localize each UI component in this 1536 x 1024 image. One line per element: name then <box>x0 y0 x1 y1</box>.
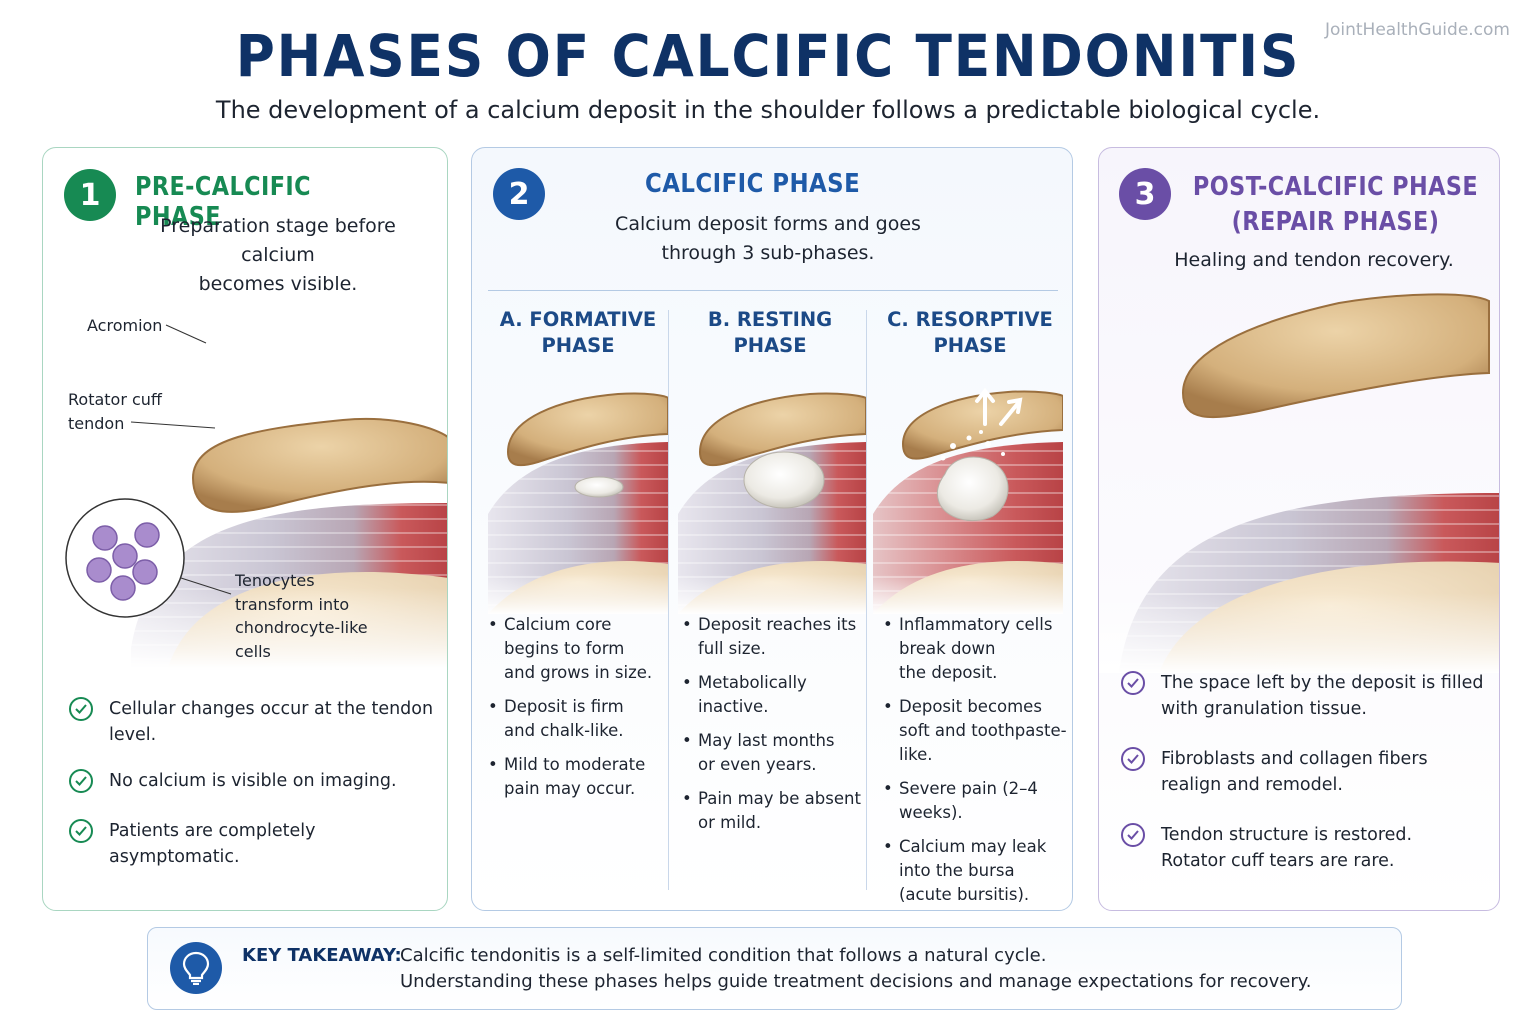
phase-title: CALCIFIC PHASE <box>645 169 861 199</box>
tenocyte-cells-inset <box>65 498 185 618</box>
phase-title: PRE-CALCIFIC PHASE <box>135 172 312 232</box>
phase-description: Preparation stage before calcium becomes… <box>160 215 396 295</box>
calcific-panel: 2 CALCIFIC PHASE Calcium deposit forms a… <box>471 147 1073 911</box>
resorptive-illustration <box>873 387 1063 614</box>
page-title: PHASES OF CALCIFIC TENDONITIS <box>235 22 1301 90</box>
phase-description: Healing and tendon recovery. <box>1174 249 1454 271</box>
shoulder-illustration <box>43 324 447 668</box>
resting-illustration <box>678 392 866 614</box>
breaking-calcium-deposit <box>936 456 1009 522</box>
watermark: JointHealthGuide.com <box>1324 20 1510 40</box>
post-calcific-panel: 3 POST-CALCIFIC PHASE (REPAIR PHASE) Hea… <box>1098 147 1500 911</box>
divider <box>866 310 867 890</box>
key-takeaway-box: KEY TAKEAWAY: Calcific tendonitis is a s… <box>147 927 1402 1010</box>
calcium-deposit <box>743 451 825 509</box>
phase-description: Calcium deposit forms and goes through 3… <box>615 213 921 264</box>
phase-number-badge: 1 <box>64 169 116 221</box>
check-circle-icon <box>1121 671 1145 695</box>
check-circle-icon <box>69 769 93 793</box>
check-circle-icon <box>1121 747 1145 771</box>
healed-shoulder-illustration <box>1099 293 1499 673</box>
check-circle-icon <box>69 697 93 721</box>
pre-calcific-panel: 1 PRE-CALCIFIC PHASE Preparation stage b… <box>42 147 448 911</box>
acromion-bone <box>191 417 447 513</box>
check-circle-icon <box>69 819 93 843</box>
phase-number-badge: 3 <box>1119 168 1171 220</box>
arrow-up-icon <box>975 387 1023 426</box>
small-calcium-deposit <box>574 476 624 498</box>
check-circle-icon <box>1121 823 1145 847</box>
acromion-label: Acromion <box>87 316 163 335</box>
list-item: Patients are completely asymptomatic. <box>69 818 439 870</box>
page-subtitle: The development of a calcium deposit in … <box>215 96 1321 124</box>
phase-title: POST-CALCIFIC PHASE (REPAIR PHASE) <box>1192 172 1479 237</box>
lightbulb-icon <box>170 942 222 994</box>
tenocytes-label: Tenocytes transform into chondrocyte-lik… <box>235 571 368 661</box>
takeaway-text: Calcific tendonitis is a self-limited co… <box>400 945 1047 966</box>
list-item: Tendon structure is restored.Rotator cuf… <box>1121 822 1491 874</box>
rotator-cuff-label: Rotator cuff tendon <box>68 390 162 433</box>
takeaway-label: KEY TAKEAWAY: <box>242 945 402 966</box>
divider <box>668 310 669 890</box>
phase-number-badge: 2 <box>493 168 545 220</box>
takeaway-text: Understanding these phases helps guide t… <box>400 971 1312 992</box>
divider <box>488 290 1058 291</box>
formative-illustration <box>488 392 668 614</box>
list-item: No calcium is visible on imaging. <box>69 768 439 794</box>
